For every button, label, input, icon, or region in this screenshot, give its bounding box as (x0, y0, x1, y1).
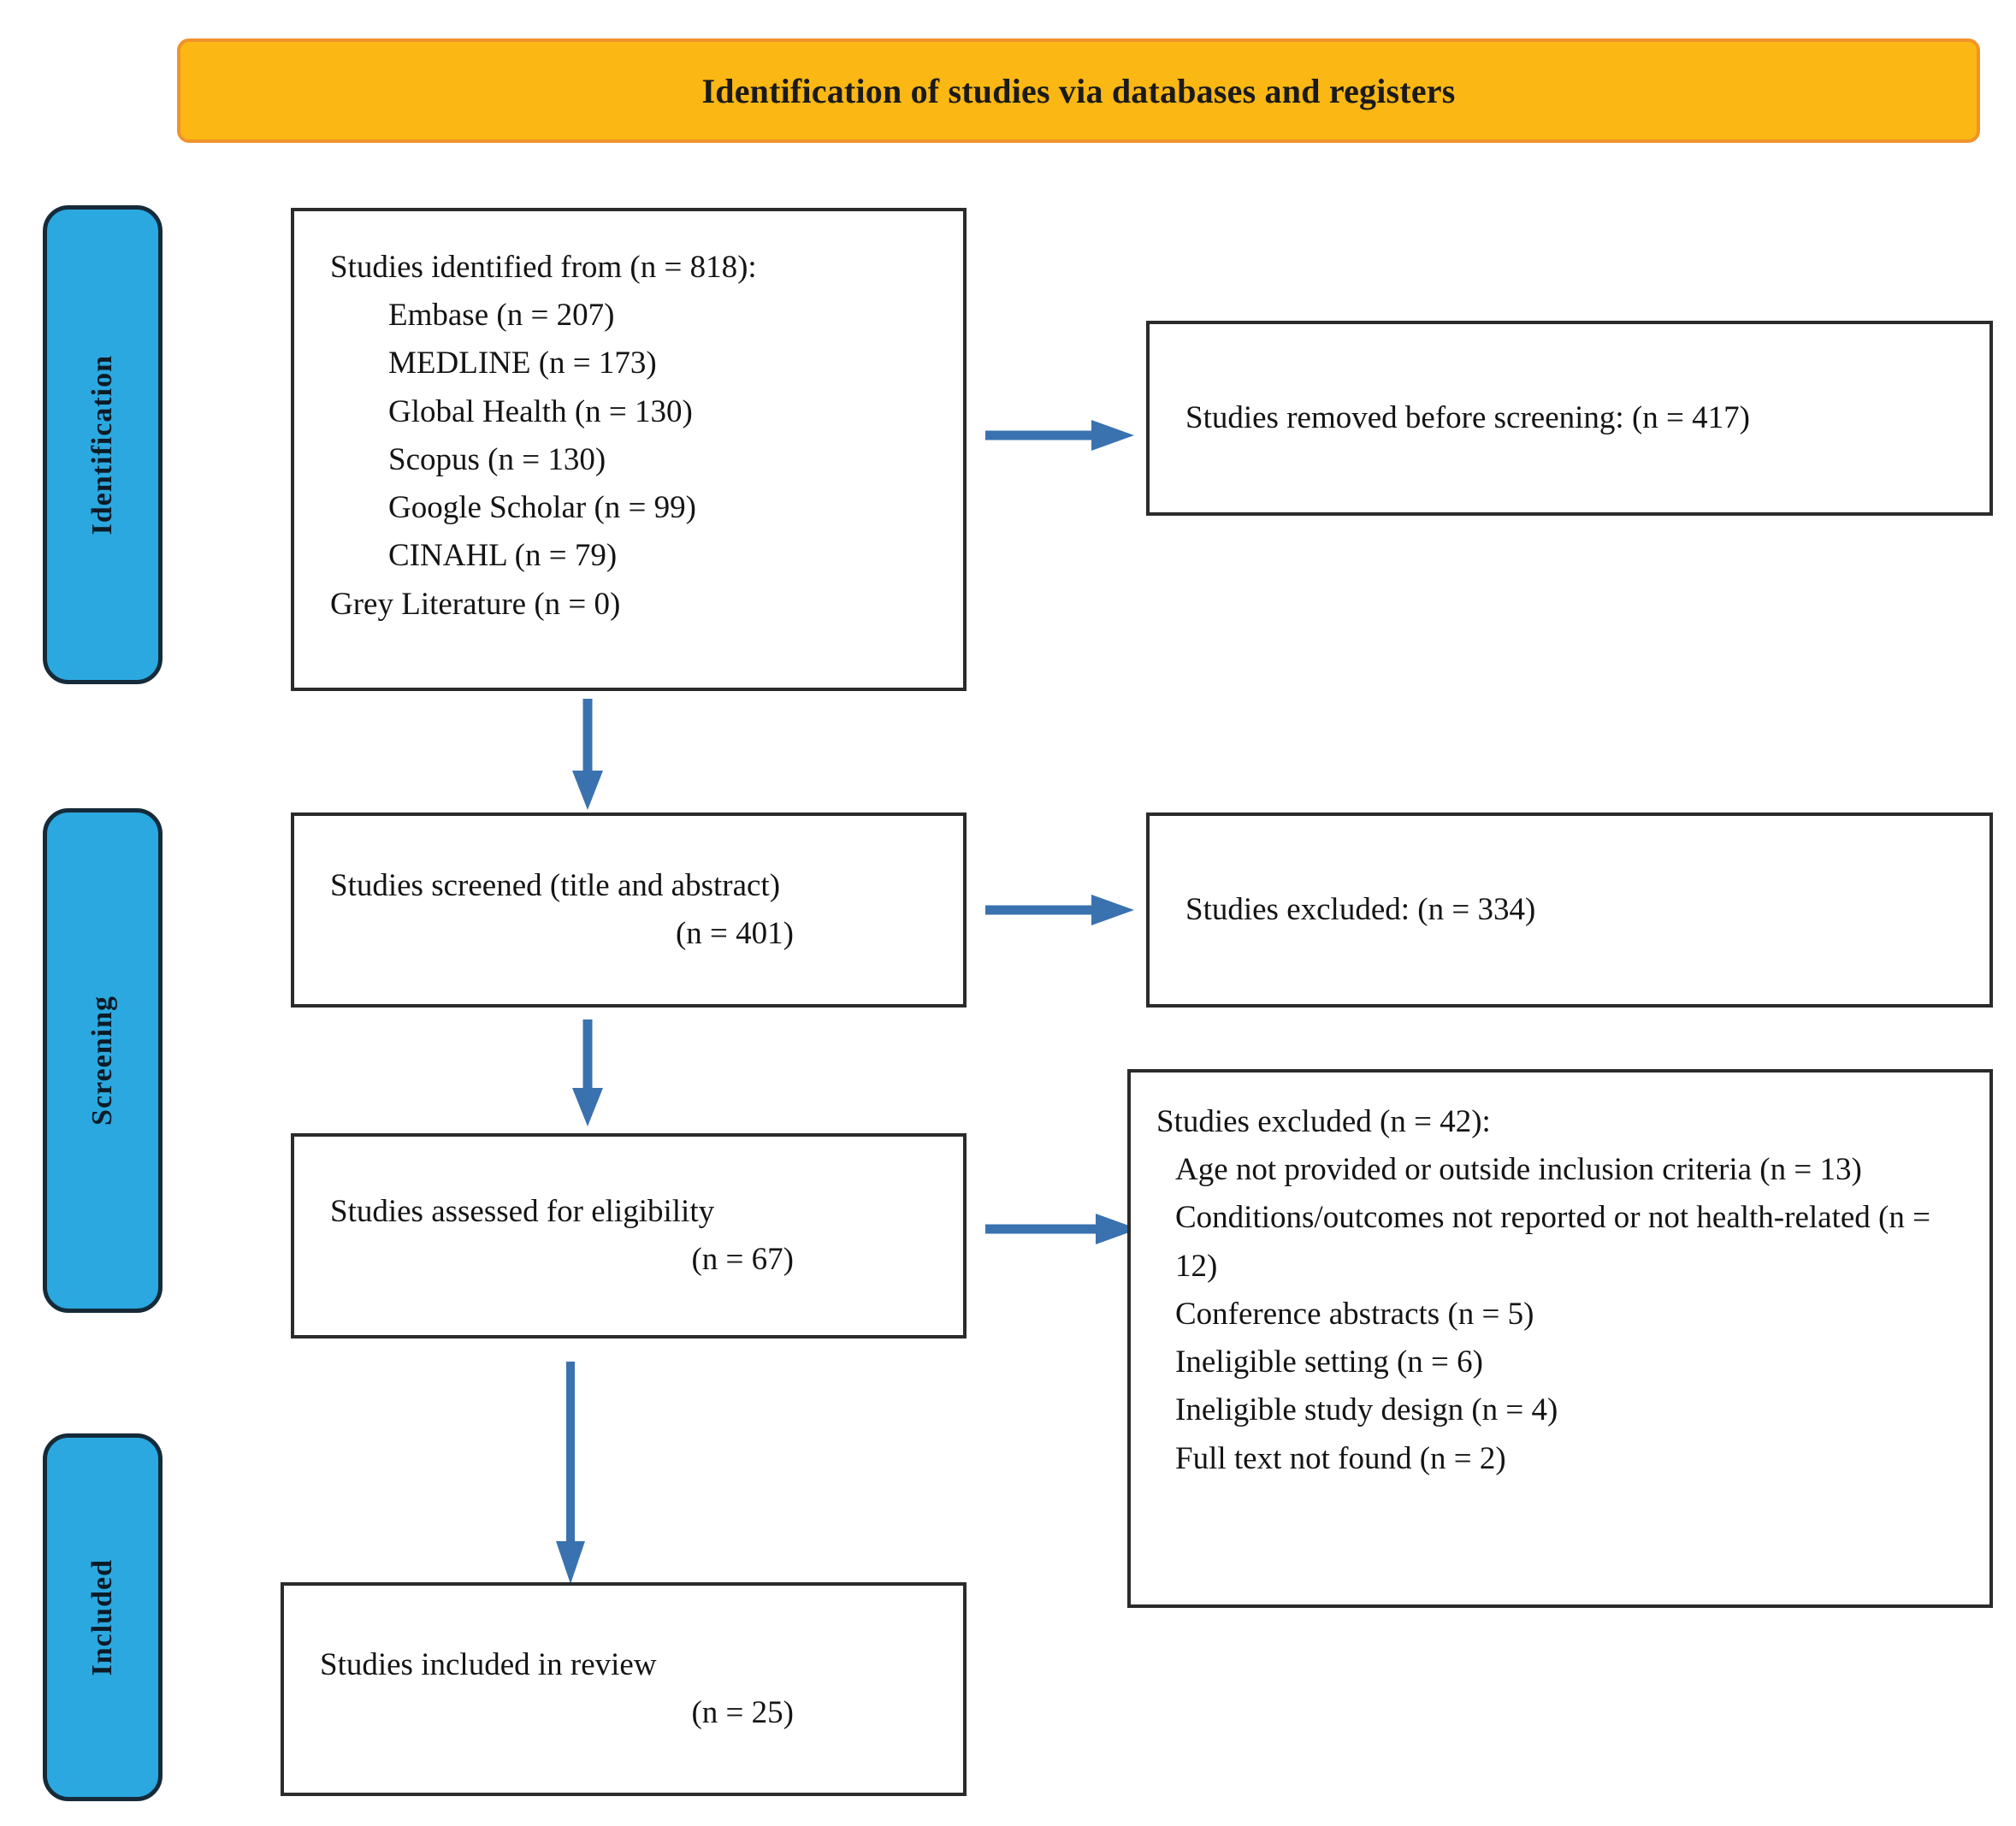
phase-rail-identification: Identification (43, 205, 163, 684)
box-studies-included: Studies included in review (n = 25) (281, 1582, 967, 1796)
excluded-screening-text: Studies excluded: (n = 334) (1185, 891, 1536, 927)
arrow-screened-to-eligibility (572, 1019, 603, 1126)
phase-label-identification: Identification (86, 354, 118, 535)
excluded-reason-conditions-outcomes: Conditions/outcomes not reported or not … (1175, 1200, 1930, 1284)
identified-source-embase: Embase (n = 207) (388, 298, 615, 334)
screened-line-2: (n = 401) (675, 916, 794, 951)
identified-source-google-scholar: Google Scholar (n = 99) (388, 490, 696, 526)
removed-text: Studies removed before screening: (n = 4… (1185, 399, 1750, 435)
excluded-reason-ineligible-study-design: Ineligible study design (n = 4) (1175, 1392, 1558, 1428)
phase-rail-screening: Screening (43, 808, 163, 1313)
identified-grey-literature: Grey Literature (n = 0) (330, 586, 621, 622)
screened-line-1: Studies screened (title and abstract) (330, 867, 781, 903)
banner-title: Identification of studies via databases … (701, 71, 1456, 110)
arrow-eligibility-to-included (556, 1362, 585, 1584)
identified-source-scopus: Scopus (n = 130) (388, 441, 606, 477)
included-line-2: (n = 25) (691, 1695, 794, 1730)
arrow-identified-to-screened (572, 699, 603, 810)
excluded-reason-full-text-not-found: Full text not found (n = 2) (1175, 1440, 1506, 1476)
eligibility-line-2: (n = 67) (691, 1242, 794, 1277)
arrow-identified-to-removed (985, 420, 1134, 451)
box-studies-identified: Studies identified from (n = 818): Embas… (291, 208, 967, 691)
identified-source-cinahl: CINAHL (n = 79) (388, 538, 618, 574)
identified-heading: Studies identified from (n = 818): (330, 250, 757, 285)
phase-rail-included: Included (43, 1433, 163, 1801)
diagram-banner: Identification of studies via databases … (177, 38, 1980, 143)
identified-source-medline: MEDLINE (n = 173) (388, 346, 657, 381)
excluded-reason-age: Age not provided or outside inclusion cr… (1175, 1152, 1862, 1188)
phase-label-included: Included (86, 1558, 118, 1676)
excluded-reason-ineligible-setting: Ineligible setting (n = 6) (1175, 1344, 1483, 1380)
box-studies-eligibility: Studies assessed for eligibility (n = 67… (291, 1133, 967, 1338)
identified-source-global-health: Global Health (n = 130) (388, 393, 693, 429)
box-studies-excluded-eligibility: Studies excluded (n = 42): Age not provi… (1127, 1069, 1993, 1608)
excluded-eligibility-heading: Studies excluded (n = 42): (1156, 1104, 1491, 1139)
arrow-eligibility-to-excluded (985, 1214, 1138, 1244)
box-studies-screened: Studies screened (title and abstract) (n… (291, 813, 967, 1008)
included-line-1: Studies included in review (320, 1646, 657, 1682)
arrow-screened-to-excluded (985, 895, 1134, 925)
box-studies-excluded-screening: Studies excluded: (n = 334) (1146, 813, 1993, 1008)
excluded-reason-conference-abstracts: Conference abstracts (n = 5) (1175, 1296, 1534, 1332)
box-studies-removed: Studies removed before screening: (n = 4… (1146, 321, 1993, 516)
phase-label-screening: Screening (86, 996, 118, 1126)
eligibility-line-1: Studies assessed for eligibility (330, 1193, 715, 1229)
